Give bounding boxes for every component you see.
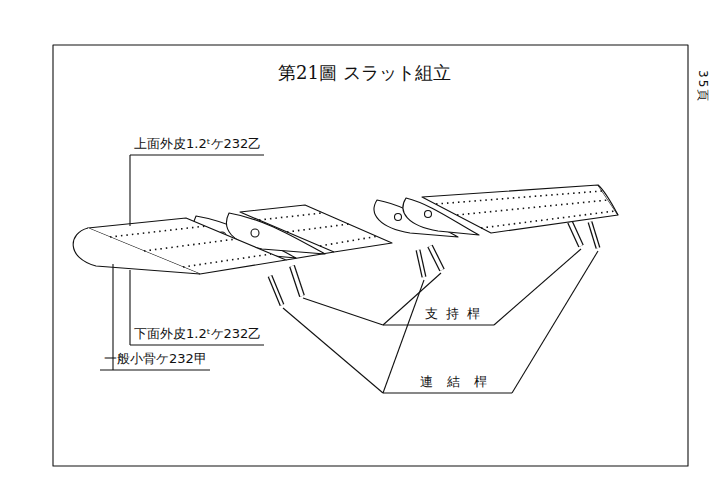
- part-callout: 上面外皮1.2ᵗケ232乙: [134, 136, 261, 152]
- part-callout: 一般小骨ケ232甲: [104, 351, 207, 367]
- frame-border: [53, 45, 688, 466]
- rivet-rows: [110, 191, 615, 267]
- leader-lines: [100, 155, 598, 393]
- figure-title: 第21圖 スラット組立: [278, 62, 451, 84]
- part-callout: 下面外皮1.2ᵗケ232乙: [134, 326, 261, 342]
- slat-panel-left: [73, 205, 392, 274]
- slat-panel-right: [374, 185, 618, 237]
- part-callout: 連結桿: [420, 374, 501, 390]
- page-number: 35頁: [696, 70, 710, 103]
- part-callout: 支持桿: [425, 306, 488, 322]
